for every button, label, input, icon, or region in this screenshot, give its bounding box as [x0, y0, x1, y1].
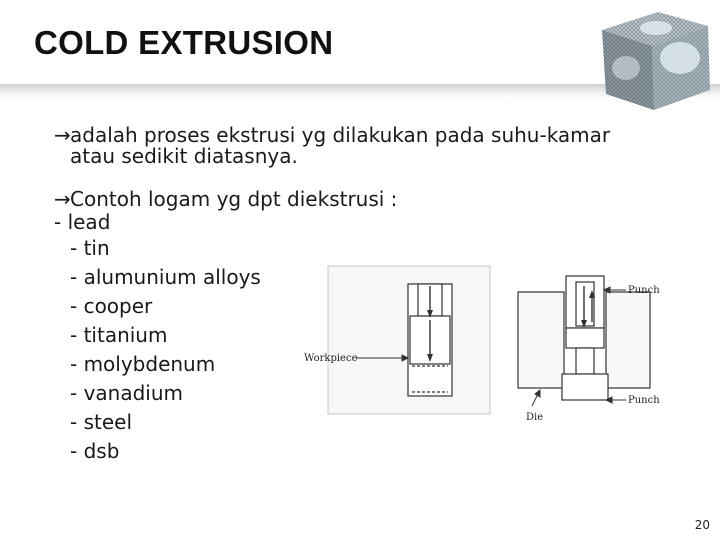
definition-line-2: atau sedikit diatasnya. [70, 144, 298, 168]
list-item: - dsb [70, 439, 120, 463]
workpiece-label: Workpiece [304, 353, 358, 364]
page-number: 20 [694, 518, 710, 532]
list-item: - alumunium alloys [70, 265, 261, 289]
list-item: - molybdenum [70, 352, 216, 376]
die-label: Die [526, 412, 543, 423]
examples-heading: Contoh logam yg dpt diekstrusi : [70, 187, 398, 211]
flow-arrow-icon [589, 290, 595, 298]
metal-list: - lead - tin - alumunium alloys - cooper… [54, 210, 670, 466]
slide-body: →adalah proses ekstrusi yg dilakukan pad… [54, 123, 670, 488]
arrow-right-icon: → [54, 123, 71, 147]
list-item: - lead [54, 210, 111, 234]
title-divider [0, 84, 720, 98]
list-item: - cooper [70, 294, 153, 318]
slide-title: COLD EXTRUSION [34, 24, 334, 61]
examples-paragraph: →Contoh logam yg dpt diekstrusi : - lead… [54, 187, 670, 466]
flow-arrow-icon [427, 310, 433, 318]
list-item: - vanadium [70, 381, 184, 405]
cold-extrusion-diagram: Punch Workpiece Die Punch [304, 265, 660, 423]
arrow-right-icon: → [54, 187, 71, 211]
flow-arrow-icon [581, 320, 587, 328]
right-punch-figure [517, 275, 651, 401]
leader-lines [356, 286, 626, 407]
punch-top-label: Punch [628, 285, 660, 296]
mesh-cube-icon [602, 12, 710, 110]
flow-arrow-icon [427, 354, 433, 362]
punch-bottom-label: Punch [628, 395, 660, 406]
definition-line-1: adalah proses ekstrusi yg dilakukan pada… [70, 123, 611, 147]
definition-paragraph: →adalah proses ekstrusi yg dilakukan pad… [54, 123, 670, 168]
left-die-figure [327, 265, 491, 415]
list-item: - titanium [70, 323, 168, 347]
list-item: - tin [70, 236, 110, 260]
list-item: - steel [70, 410, 133, 434]
